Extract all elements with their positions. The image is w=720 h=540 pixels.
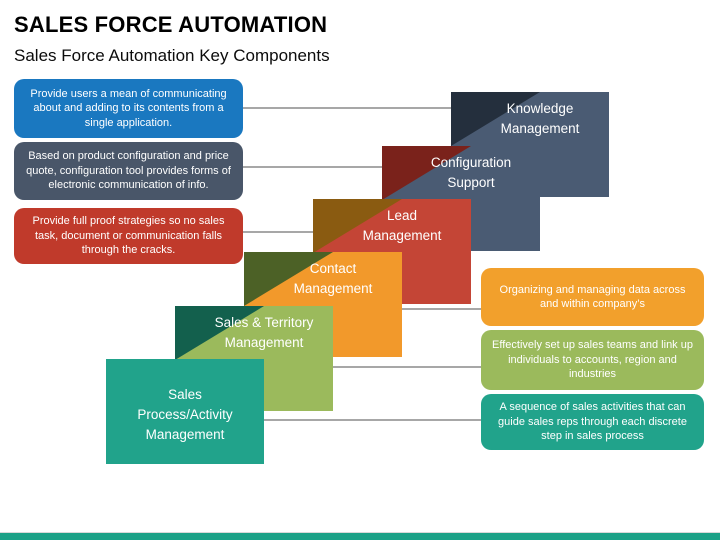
desc-territory-management: Effectively set up sales teams and link … <box>481 330 704 390</box>
stair-label-knowledge: Knowledge Management <box>500 101 580 136</box>
connector-contact <box>402 308 481 310</box>
desc-configuration-support: Based on product configuration and price… <box>14 142 243 200</box>
stair-label-territory: Sales & Territory Management <box>214 315 314 350</box>
stair-label-process: Sales Process/Activity Management <box>137 387 233 442</box>
connector-configuration <box>243 166 382 168</box>
desc-lead-management: Provide full proof strategies so no sale… <box>14 208 243 264</box>
desc-process-text: A sequence of sales activities that can … <box>498 401 687 443</box>
desc-contact-text: Organizing and managing data across and … <box>499 283 686 311</box>
connector-process <box>264 419 481 421</box>
desc-knowledge-text: Provide users a mean of communicating ab… <box>30 87 227 129</box>
stair-label-territory-contact: Contact Management <box>293 261 373 296</box>
desc-process-management: A sequence of sales activities that can … <box>481 394 704 450</box>
connector-territory <box>333 366 481 368</box>
page-title: SALES FORCE AUTOMATION <box>14 12 328 37</box>
stair-label-lead: Lead Management <box>362 208 442 243</box>
desc-lead-text: Provide full proof strategies so no sale… <box>32 215 225 257</box>
desc-territory-text: Effectively set up sales teams and link … <box>492 339 693 381</box>
connector-lead <box>243 231 313 233</box>
desc-configuration-text: Based on product configuration and price… <box>26 150 231 192</box>
slide-footer-bar <box>0 532 720 540</box>
stair-label-configuration: Configuration Support <box>430 155 512 190</box>
page-subtitle: Sales Force Automation Key Components <box>14 46 330 65</box>
stair-box-process-management: Sales Process/Activity Management <box>106 359 264 464</box>
desc-contact-management: Organizing and managing data across and … <box>481 268 704 326</box>
desc-knowledge-management: Provide users a mean of communicating ab… <box>14 79 243 138</box>
connector-knowledge <box>243 107 451 109</box>
